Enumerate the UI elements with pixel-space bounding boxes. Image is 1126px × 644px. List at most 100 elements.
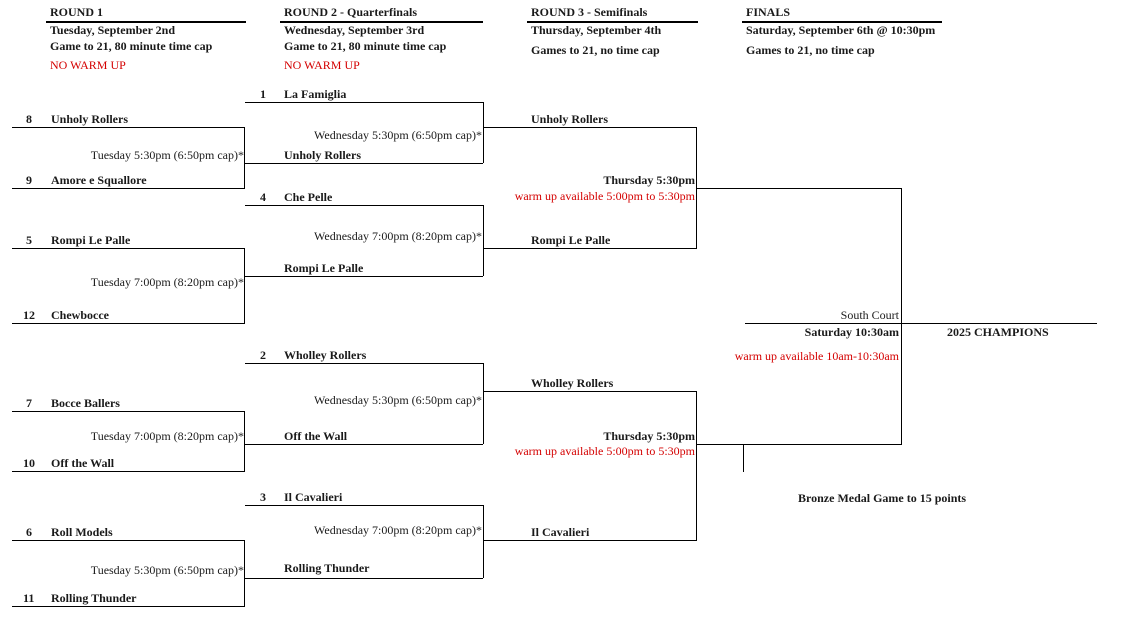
finals-date: Saturday, September 6th @ 10:30pm: [746, 23, 936, 37]
team-bocce-ballers: Bocce Ballers: [51, 396, 120, 410]
line: [245, 505, 483, 506]
header-rule-r2: [280, 21, 483, 23]
line: [245, 205, 483, 206]
team-rompi-le-palle: Rompi Le Palle: [531, 233, 611, 247]
team-rompi-le-palle: Rompi Le Palle: [284, 261, 364, 275]
game-time: Tuesday 5:30pm (6:50pm cap)*: [90, 563, 244, 577]
game-time: Wednesday 5:30pm (6:50pm cap)*: [314, 393, 482, 407]
line: [244, 127, 245, 189]
game-time: Thursday 5:30pm: [603, 173, 695, 187]
round2-note: NO WARM UP: [284, 58, 360, 72]
seed-6: 6: [26, 525, 32, 539]
line: [697, 188, 902, 189]
game-time: Thursday 5:30pm: [603, 429, 695, 443]
team-off-the-wall: Off the Wall: [284, 429, 348, 443]
line: [244, 540, 245, 606]
finals-format: Games to 21, no time cap: [746, 43, 875, 57]
round1-note: NO WARM UP: [50, 58, 126, 72]
round2-date: Wednesday, September 3rd: [284, 23, 425, 37]
champions-label: 2025 CHAMPIONS: [947, 325, 1049, 339]
line: [12, 471, 245, 472]
warm-up-note: warm up available 5:00pm to 5:30pm: [514, 444, 695, 458]
round3-title: ROUND 3 - Semifinals: [531, 5, 648, 19]
team-unholy-rollers: Unholy Rollers: [531, 112, 609, 126]
line: [483, 505, 484, 578]
line: [12, 188, 245, 189]
seed-1: 1: [260, 87, 266, 101]
team-il-cavalieri: Il Cavalieri: [284, 490, 343, 504]
game-time: Tuesday 7:00pm (8:20pm cap)*: [90, 429, 244, 443]
line: [244, 248, 245, 323]
line: [12, 606, 245, 607]
line: [483, 248, 697, 249]
court-label: South Court: [840, 308, 899, 322]
line: [245, 578, 483, 579]
team-wholley-rollers: Wholley Rollers: [284, 348, 367, 362]
line: [743, 444, 744, 472]
line: [245, 444, 483, 445]
seed-8: 8: [26, 112, 32, 126]
line: [901, 188, 902, 444]
finals-time: Saturday 10:30am: [804, 325, 899, 339]
seed-2: 2: [260, 348, 266, 362]
seed-5: 5: [26, 233, 32, 247]
round2-format: Game to 21, 80 minute time cap: [284, 39, 447, 53]
header-rule-r3: [527, 21, 698, 23]
round2-title: ROUND 2 - Quarterfinals: [284, 5, 417, 19]
round1-format: Game to 21, 80 minute time cap: [50, 39, 213, 53]
round3-date: Thursday, September 4th: [531, 23, 662, 37]
game-time: Tuesday 5:30pm (6:50pm cap)*: [90, 148, 244, 162]
line: [12, 248, 245, 249]
team-chewbocce: Chewbocce: [51, 308, 109, 322]
line: [696, 127, 697, 248]
warm-up-note: warm up available 5:00pm to 5:30pm: [514, 189, 695, 203]
line: [245, 102, 483, 103]
team-il-cavalieri: Il Cavalieri: [531, 525, 590, 539]
line: [696, 391, 697, 540]
seed-3: 3: [260, 490, 266, 504]
seed-10: 10: [23, 456, 35, 470]
game-time: Wednesday 5:30pm (6:50pm cap)*: [314, 128, 482, 142]
team-che-pelle: Che Pelle: [284, 190, 333, 204]
line: [245, 276, 483, 277]
bronze-medal-note: Bronze Medal Game to 15 points: [798, 491, 967, 505]
team-off-the-wall: Off the Wall: [51, 456, 115, 470]
line: [483, 363, 484, 444]
seed-4: 4: [260, 190, 266, 204]
team-unholy-rollers: Unholy Rollers: [284, 148, 362, 162]
round3-format: Games to 21, no time cap: [531, 43, 660, 57]
line: [12, 540, 245, 541]
team-rolling-thunder: Rolling Thunder: [284, 561, 370, 575]
line: [483, 102, 484, 163]
round1-title: ROUND 1: [50, 5, 103, 19]
team-unholy-rollers: Unholy Rollers: [51, 112, 129, 126]
team-rompi-le-palle: Rompi Le Palle: [51, 233, 131, 247]
header-rule-finals: [742, 21, 942, 23]
line: [697, 444, 902, 445]
line: [245, 363, 483, 364]
game-time: Wednesday 7:00pm (8:20pm cap)*: [314, 229, 482, 243]
team-amore-e-squallore: Amore e Squallore: [51, 173, 147, 187]
line: [483, 205, 484, 276]
line: [745, 323, 1097, 324]
line: [12, 411, 245, 412]
game-time: Wednesday 7:00pm (8:20pm cap)*: [314, 523, 482, 537]
round1-date: Tuesday, September 2nd: [50, 23, 176, 37]
warm-up-note: warm up available 10am-10:30am: [734, 349, 899, 363]
line: [12, 323, 245, 324]
team-wholley-rollers: Wholley Rollers: [531, 376, 614, 390]
line: [245, 163, 483, 164]
line: [483, 391, 697, 392]
line: [483, 127, 697, 128]
seed-11: 11: [23, 591, 35, 605]
seed-12: 12: [23, 308, 35, 322]
finals-title: FINALS: [746, 5, 791, 19]
seed-7: 7: [26, 396, 32, 410]
line: [483, 540, 697, 541]
header-rule-r1: [46, 21, 246, 23]
line: [244, 411, 245, 471]
team-rolling-thunder: Rolling Thunder: [51, 591, 137, 605]
seed-9: 9: [26, 173, 32, 187]
game-time: Tuesday 7:00pm (8:20pm cap)*: [90, 275, 244, 289]
